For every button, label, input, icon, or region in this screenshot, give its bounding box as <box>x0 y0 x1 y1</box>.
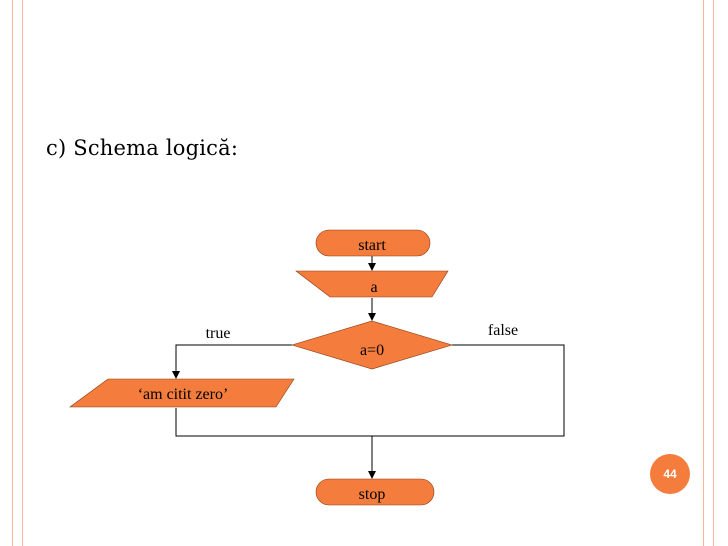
left-border-line-outer <box>12 0 13 546</box>
true-label: true <box>206 325 231 342</box>
slide-title: c) Schema logică: <box>46 136 239 160</box>
input-shape <box>295 270 449 298</box>
right-border-line-inner <box>703 0 704 546</box>
stop-label: stop <box>359 486 386 503</box>
page-number-badge: 44 <box>650 454 690 494</box>
right-border-line-outer <box>713 0 714 546</box>
input-label: a <box>370 279 377 296</box>
output-label: ‘am citit zero’ <box>138 386 229 403</box>
stop-terminator <box>315 478 435 506</box>
decision-label: a=0 <box>360 342 384 359</box>
left-border-line-inner <box>22 0 23 546</box>
start-label: start <box>358 237 386 254</box>
connector-false-branch <box>372 344 565 437</box>
decision-diamond <box>290 320 454 370</box>
connector-true-branch <box>172 344 292 379</box>
output-shape <box>69 378 295 408</box>
start-terminator <box>315 229 431 257</box>
connector-output-to-merge <box>175 408 372 437</box>
false-label: false <box>488 322 518 339</box>
